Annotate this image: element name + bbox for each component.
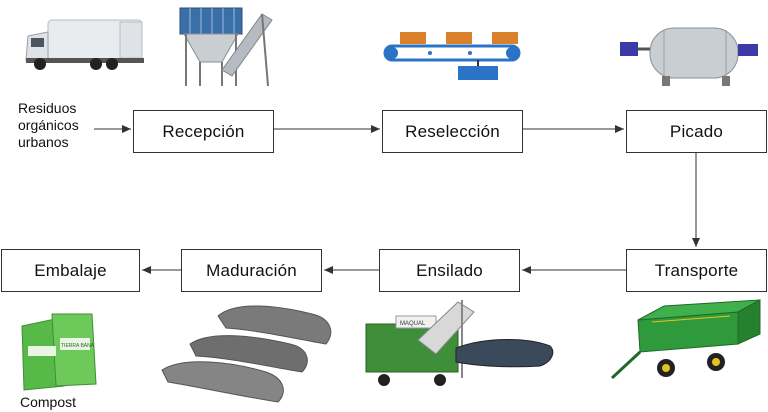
input-label-line-3: urbanos	[18, 134, 69, 150]
step-reseleccion: Reselección	[382, 110, 523, 153]
hopper-icon	[179, 7, 273, 87]
step-recepcion-label: Recepción	[162, 121, 245, 141]
step-transporte-label: Transporte	[654, 260, 739, 280]
step-recepcion: Recepción	[133, 110, 274, 153]
step-picado: Picado	[626, 110, 767, 153]
step-transporte: Transporte	[626, 249, 767, 292]
step-reseleccion-label: Reselección	[405, 121, 500, 141]
input-label-line-2: orgánicos	[18, 117, 79, 133]
output-label: Compost	[20, 394, 77, 410]
conveyor-belt-icon	[383, 32, 521, 80]
input-label: Residuos orgánicos urbanos	[18, 100, 118, 151]
silo-bagger-icon: MAQUAL	[365, 300, 554, 386]
compost-bags-icon: TIERRA BANA	[21, 313, 97, 391]
step-embalaje: Embalaje	[1, 249, 140, 292]
garbage-truck-icon	[25, 19, 144, 70]
farm-trailer-icon	[610, 299, 761, 380]
step-maduracion: Maduración	[181, 249, 322, 292]
step-maduracion-label: Maduración	[206, 260, 297, 280]
input-label-line-1: Residuos	[18, 100, 77, 116]
silo-brand-label: MAQUAL	[400, 321, 426, 327]
step-ensilado-label: Ensilado	[416, 260, 483, 280]
step-ensilado: Ensilado	[379, 249, 520, 292]
step-embalaje-label: Embalaje	[34, 260, 107, 280]
step-picado-label: Picado	[669, 121, 724, 141]
drum-mill-icon	[620, 27, 758, 86]
bag-brand-label: TIERRA BANA	[61, 343, 95, 349]
compost-windrows-icon	[161, 305, 332, 403]
